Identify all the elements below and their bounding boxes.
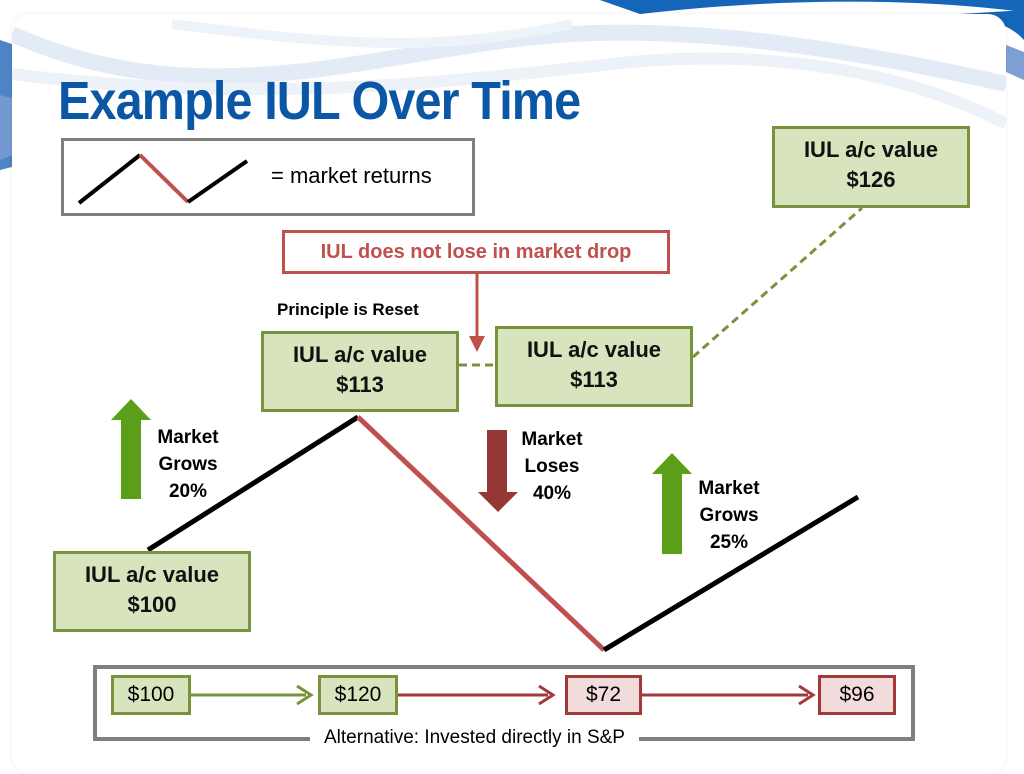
iul-value-label: IUL a/c value [84,562,220,587]
iul-value-amount: $113 [336,372,384,397]
market-line-down [356,415,606,652]
sp-value-after-loss: $72 [565,675,642,715]
arrow-up-icon [111,399,151,499]
alternative-caption: Alternative: Invested directly in S&P [310,727,639,749]
sp-value-end: $96 [818,675,896,715]
panel-wave-decoration [12,19,1006,130]
iul-value-amount: $126 [846,167,896,192]
market-grows-25-label: Market Grows 25% [698,478,760,553]
market-line-up-2 [602,494,860,653]
iul-value-box-reset: IUL a/c value $113 [495,326,693,407]
zigzag-line-icon [77,153,249,205]
market-grows-20-label: Market Grows 20% [157,427,219,502]
arrow-up-icon [652,453,692,554]
sp-value-start: $100 [111,675,191,715]
page-title: Example IUL Over Time [58,71,581,131]
sp-value-after-growth: $120 [318,675,398,715]
iul-value-box-start: IUL a/c value $100 [53,551,251,632]
iul-value-box-peak: IUL a/c value $113 [261,331,459,412]
market-line-up-1 [146,414,360,553]
market-loses-40-label: Market Loses 40% [521,429,583,504]
iul-value-amount: $100 [127,592,177,617]
iul-value-box-end: IUL a/c value $126 [772,126,970,208]
iul-no-loss-callout: IUL does not lose in market drop [282,230,670,274]
iul-value-label: IUL a/c value [803,137,939,162]
arrow-down-icon [478,430,518,512]
callout-arrow-icon [469,336,485,352]
iul-value-amount: $113 [570,367,618,392]
iul-value-label: IUL a/c value [292,342,428,367]
iul-value-label: IUL a/c value [526,337,662,362]
principle-reset-note: Principle is Reset [277,300,419,319]
legend-box: = market returns [61,138,475,216]
legend-label: = market returns [271,163,432,188]
